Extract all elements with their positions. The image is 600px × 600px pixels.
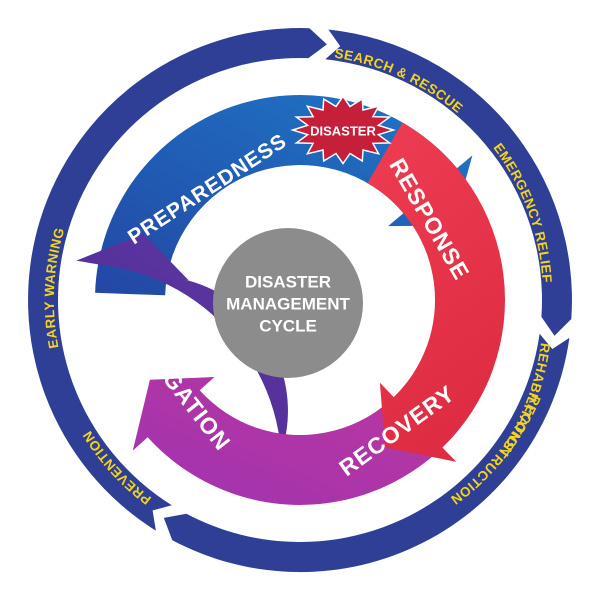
phase-arrows [76,94,505,505]
center-hub: DISASTER MANAGEMENT CYCLE [213,228,363,378]
center-circle [213,228,363,378]
center-line-1: DISASTER [245,272,331,291]
burst-shape [290,95,396,165]
recovery-arrow [132,346,493,505]
mitigation-arrow [76,233,288,504]
preparedness-arrow [95,94,473,296]
center-line-3: CYCLE [259,316,317,335]
outer-ring-left-segment [28,28,327,531]
response-arrow [367,122,505,462]
disaster-burst: DISASTER [290,95,396,165]
outer-ring-top-right-segment [325,29,572,336]
outer-ring-bottom-right-segment [163,333,570,573]
center-line-2: MANAGEMENT [226,294,350,313]
burst-label: DISASTER [310,123,376,138]
outer-ring [28,28,572,573]
